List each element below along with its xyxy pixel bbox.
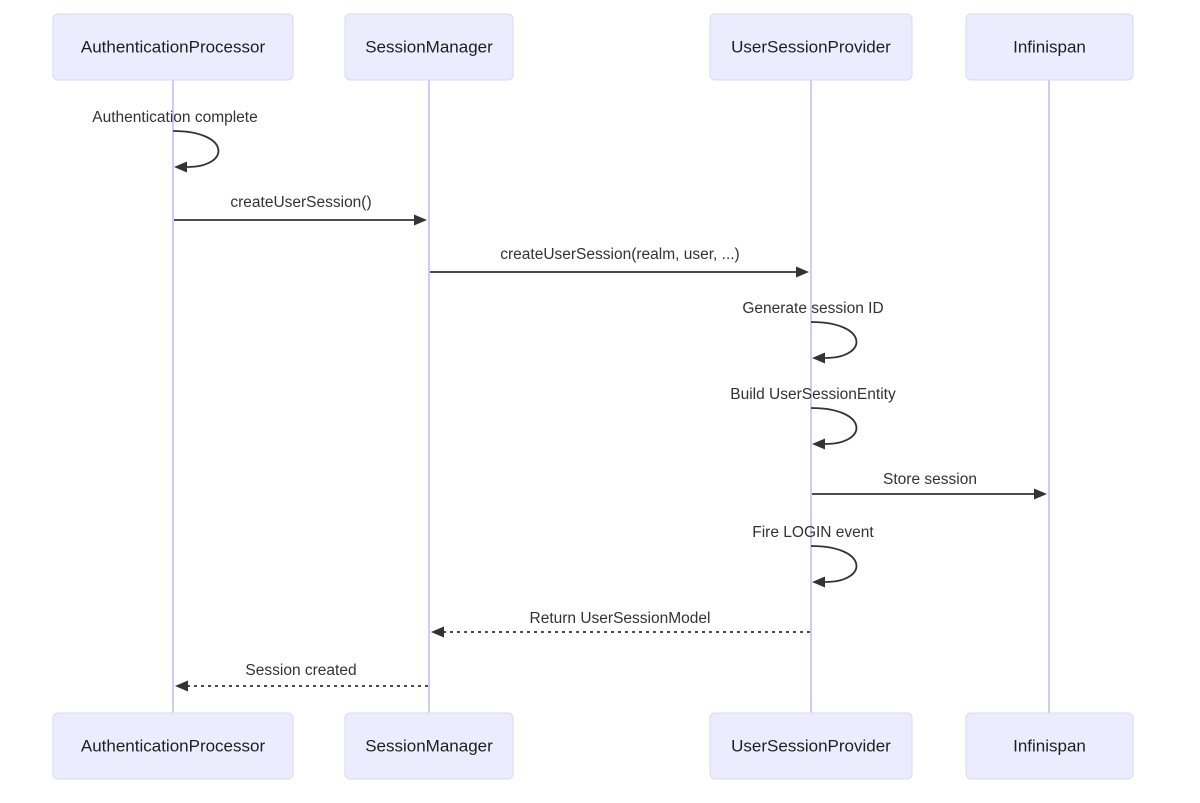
actor-top-box[interactable] bbox=[709, 13, 913, 81]
arrowhead-right bbox=[1034, 488, 1047, 500]
message-label: createUserSession(realm, user, ...) bbox=[500, 246, 739, 263]
message-label: Store session bbox=[883, 471, 977, 488]
actor-bottom-provider[interactable]: UserSessionProvider bbox=[709, 712, 913, 780]
messages-group: Authentication complete createUserSession… bbox=[92, 109, 1047, 692]
arrowhead-left bbox=[431, 626, 444, 638]
actor-top-label: SessionManager bbox=[365, 37, 493, 56]
message-label: Return UserSessionModel bbox=[530, 610, 711, 627]
arrowhead-right bbox=[796, 266, 809, 278]
message-label: Generate session ID bbox=[742, 300, 883, 317]
actor-top-auth[interactable]: AuthenticationProcessor bbox=[52, 13, 294, 81]
top-actor-boxes: AuthenticationProcessor SessionManager Use… bbox=[52, 13, 1134, 81]
actor-bottom-label: AuthenticationProcessor bbox=[81, 736, 266, 755]
actor-top-box[interactable] bbox=[344, 13, 514, 81]
self-loop-path bbox=[172, 130, 220, 168]
message-2[interactable]: createUserSession() bbox=[174, 194, 427, 226]
self-loop-path bbox=[810, 407, 858, 445]
arrowhead-left bbox=[812, 438, 825, 450]
self-loop-path bbox=[810, 545, 858, 583]
actor-bottom-auth[interactable]: AuthenticationProcessor bbox=[52, 712, 294, 780]
actor-bottom-label: SessionManager bbox=[365, 736, 493, 755]
message-9[interactable]: Session created bbox=[175, 662, 428, 692]
actor-top-label: Infinispan bbox=[1013, 37, 1086, 56]
lifelines-group bbox=[172, 80, 1050, 713]
message-5[interactable]: Build UserSessionEntity bbox=[730, 386, 896, 450]
message-label: createUserSession() bbox=[230, 194, 371, 211]
message-label: Fire LOGIN event bbox=[752, 524, 874, 541]
actor-bottom-label: UserSessionProvider bbox=[731, 736, 891, 755]
actor-top-label: UserSessionProvider bbox=[731, 37, 891, 56]
actor-bottom-box[interactable] bbox=[965, 712, 1134, 780]
actor-top-box[interactable] bbox=[965, 13, 1134, 81]
actor-top-provider[interactable]: UserSessionProvider bbox=[709, 13, 913, 81]
actor-bottom-box[interactable] bbox=[709, 712, 913, 780]
message-4[interactable]: Generate session ID bbox=[742, 300, 884, 364]
actor-bottom-box[interactable] bbox=[52, 712, 294, 780]
actor-bottom-session[interactable]: SessionManager bbox=[344, 712, 514, 780]
message-6[interactable]: Store session bbox=[812, 471, 1047, 500]
actor-bottom-infinispan[interactable]: Infinispan bbox=[965, 712, 1134, 780]
actor-top-session[interactable]: SessionManager bbox=[344, 13, 514, 81]
message-3[interactable]: createUserSession(realm, user, ...) bbox=[430, 246, 809, 278]
arrowhead-right bbox=[414, 214, 427, 226]
arrowhead-left bbox=[174, 161, 187, 173]
actor-top-label: AuthenticationProcessor bbox=[81, 37, 266, 56]
message-1[interactable]: Authentication complete bbox=[92, 109, 258, 173]
message-8[interactable]: Return UserSessionModel bbox=[431, 610, 810, 638]
actor-top-box[interactable] bbox=[52, 13, 294, 81]
message-label: Authentication complete bbox=[92, 109, 257, 126]
message-7[interactable]: Fire LOGIN event bbox=[752, 524, 874, 588]
actor-bottom-box[interactable] bbox=[344, 712, 514, 780]
message-label: Session created bbox=[245, 662, 356, 679]
actor-top-infinispan[interactable]: Infinispan bbox=[965, 13, 1134, 81]
arrowhead-left bbox=[812, 576, 825, 588]
bottom-actor-boxes: AuthenticationProcessor SessionManager Use… bbox=[52, 712, 1134, 780]
self-loop-path bbox=[810, 321, 858, 359]
arrowhead-left bbox=[812, 352, 825, 364]
message-label: Build UserSessionEntity bbox=[730, 386, 896, 403]
arrowhead-left bbox=[175, 680, 188, 692]
actor-bottom-label: Infinispan bbox=[1013, 736, 1086, 755]
